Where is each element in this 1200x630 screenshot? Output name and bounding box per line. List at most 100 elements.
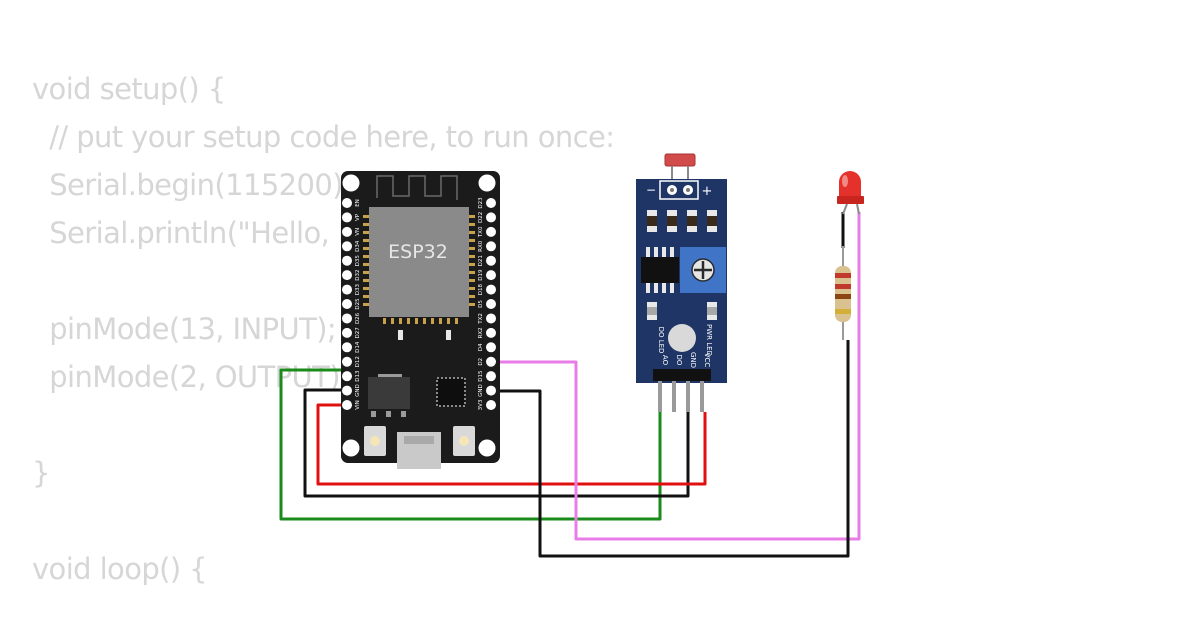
esp32-pin-hole[interactable] bbox=[342, 241, 352, 252]
ldr-socket bbox=[659, 180, 699, 200]
esp32-pin-hole[interactable] bbox=[486, 342, 496, 353]
esp32-pin-hole[interactable] bbox=[486, 385, 496, 396]
esp32-pin-label: D18 bbox=[478, 283, 484, 295]
esp32-module-shield bbox=[369, 207, 469, 317]
esp32-pin-label: D13 bbox=[355, 370, 361, 382]
esp32-pin-label: VN bbox=[355, 228, 361, 236]
red-led[interactable] bbox=[837, 171, 864, 215]
esp32-pin-label: EN bbox=[355, 199, 361, 207]
potentiometer[interactable] bbox=[680, 247, 726, 293]
wire-red-vin-to-vcc[interactable] bbox=[316, 403, 707, 486]
esp32-pin-label: D22 bbox=[478, 212, 484, 223]
code-line: void loop() { bbox=[32, 552, 208, 586]
esp32-pin-hole[interactable] bbox=[486, 313, 496, 324]
module-pin-header bbox=[653, 369, 711, 412]
code-line: void setup() { bbox=[32, 72, 226, 106]
pin-label-vcc: VCC bbox=[703, 353, 711, 368]
esp32-pin-hole[interactable] bbox=[486, 371, 496, 382]
voltage-regulator bbox=[368, 374, 410, 417]
esp32-pin-hole[interactable] bbox=[342, 400, 352, 411]
esp32-pin-label: D35 bbox=[355, 255, 361, 267]
esp32-pin-label: TX0 bbox=[478, 226, 484, 238]
wire-black-gnd-to-resistor[interactable] bbox=[491, 340, 850, 558]
photoresistor-module[interactable]: − + bbox=[636, 153, 727, 412]
boot-button[interactable] bbox=[453, 426, 475, 456]
smd-resistors bbox=[647, 210, 717, 232]
code-line: // put your setup code here, to run once… bbox=[32, 120, 615, 154]
esp32-pin-hole[interactable] bbox=[342, 313, 352, 324]
mounting-hole bbox=[478, 174, 496, 192]
esp32-pin-hole[interactable] bbox=[486, 241, 496, 252]
module-mounting-hole bbox=[668, 324, 696, 352]
wires bbox=[279, 212, 861, 558]
pin-label-ao: AO bbox=[661, 355, 669, 366]
esp32-pin-label: D26 bbox=[355, 312, 361, 324]
esp32-pin-label: D25 bbox=[355, 298, 361, 310]
esp32-pin-hole[interactable] bbox=[486, 226, 496, 237]
esp32-pin-label: 3V3 bbox=[478, 399, 484, 410]
smd-part bbox=[398, 330, 403, 340]
esp32-pin-hole[interactable] bbox=[342, 385, 352, 396]
wire-pink-d2-to-led-anode[interactable] bbox=[491, 212, 861, 541]
mounting-hole bbox=[342, 174, 360, 192]
minus-label: − bbox=[646, 183, 656, 197]
esp32-pin-label: VP bbox=[355, 213, 361, 221]
esp32-pin-label: D34 bbox=[355, 240, 361, 252]
module-castellations bbox=[363, 215, 475, 324]
code-editor-background: void setup() { // put your setup code he… bbox=[32, 68, 615, 596]
smd-part bbox=[446, 330, 451, 340]
esp32-pin-hole[interactable] bbox=[342, 299, 352, 310]
pwr-led-label: PWR LED bbox=[705, 324, 713, 356]
esp32-pin-label: GND bbox=[478, 384, 484, 397]
micro-usb-port[interactable] bbox=[397, 432, 441, 469]
comparator-ic bbox=[641, 247, 679, 293]
esp32-pin-hole[interactable] bbox=[342, 371, 352, 382]
esp32-pin-label: RX0 bbox=[478, 240, 484, 252]
wire-black-gnd-to-module-gnd[interactable] bbox=[303, 388, 690, 498]
mounting-hole bbox=[342, 439, 360, 457]
esp32-pin-label: D21 bbox=[478, 255, 484, 266]
code-line: pinMode(13, INPUT); bbox=[32, 312, 337, 346]
esp32-pin-label: D12 bbox=[355, 356, 361, 367]
esp32-pin-label: VIN bbox=[355, 400, 361, 410]
code-line: Serial.begin(115200); bbox=[32, 168, 353, 202]
esp32-pin-label: D4 bbox=[478, 343, 484, 351]
esp32-pin-hole[interactable] bbox=[486, 356, 496, 367]
resistor[interactable] bbox=[835, 246, 851, 340]
esp32-pin-hole[interactable] bbox=[342, 270, 352, 281]
esp32-pin-hole[interactable] bbox=[486, 400, 496, 411]
esp32-pin-label: RX2 bbox=[478, 327, 484, 338]
antenna-trace bbox=[376, 175, 458, 200]
esp32-pin-hole[interactable] bbox=[486, 270, 496, 281]
esp32-pin-hole[interactable] bbox=[342, 342, 352, 353]
usb-uart-chip bbox=[436, 377, 466, 407]
esp32-pin-hole[interactable] bbox=[486, 284, 496, 295]
esp32-pin-label: D27 bbox=[355, 327, 361, 339]
en-button[interactable] bbox=[364, 426, 386, 456]
esp32-pin-label: D15 bbox=[478, 370, 484, 382]
esp32-pin-hole[interactable] bbox=[486, 299, 496, 310]
esp32-pin-label: D19 bbox=[478, 269, 484, 281]
esp32-pin-hole[interactable] bbox=[342, 226, 352, 237]
esp32-pin-hole[interactable] bbox=[342, 212, 352, 223]
esp32-pin-hole[interactable] bbox=[486, 198, 496, 208]
esp32-pin-hole[interactable] bbox=[342, 198, 352, 208]
esp32-pin-hole[interactable] bbox=[486, 255, 496, 266]
esp32-pin-hole[interactable] bbox=[486, 212, 496, 223]
esp32-pin-label: D33 bbox=[355, 283, 361, 295]
esp32-pin-hole[interactable] bbox=[342, 356, 352, 367]
esp32-pin-hole[interactable] bbox=[342, 327, 352, 338]
esp32-left-header: ENVPVND34D35D32D33D25D26D27D14D12D13GNDV… bbox=[342, 198, 361, 411]
esp32-pin-label: D2 bbox=[478, 358, 484, 366]
esp32-chip-label: ESP32 bbox=[388, 241, 448, 263]
esp32-pin-hole[interactable] bbox=[486, 327, 496, 338]
do-led bbox=[647, 302, 657, 320]
esp32-pin-label: D23 bbox=[478, 197, 484, 209]
code-line: pinMode(2, OUTPUT); bbox=[32, 360, 350, 394]
esp32-pin-hole[interactable] bbox=[342, 284, 352, 295]
code-line: } bbox=[32, 456, 50, 490]
mounting-hole bbox=[478, 439, 496, 457]
esp32-pin-hole[interactable] bbox=[342, 255, 352, 266]
